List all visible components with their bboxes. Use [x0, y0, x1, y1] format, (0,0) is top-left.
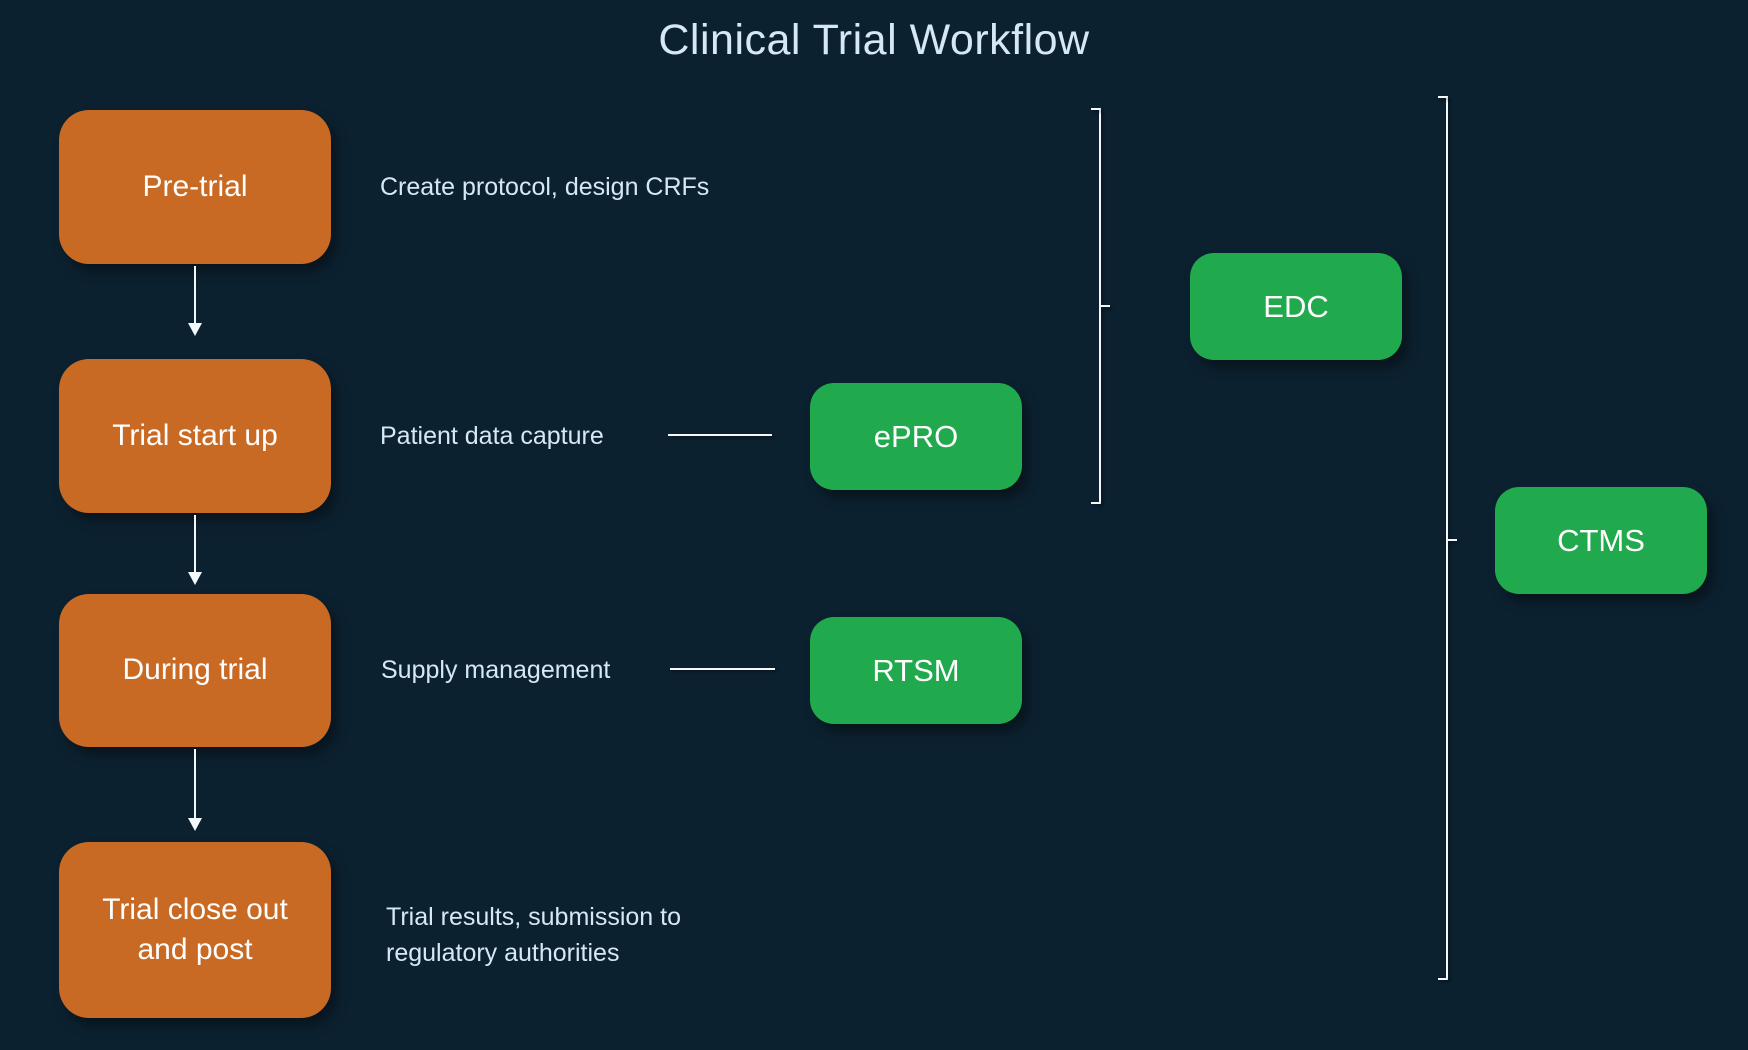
flow-arrow-1	[187, 266, 203, 336]
bracket-nub-to-edc	[1101, 305, 1110, 307]
arrow-shaft	[194, 749, 196, 819]
bracket-line	[1446, 96, 1448, 980]
arrow-head-icon	[188, 323, 202, 336]
stage-box-trial-close-out: Trial close out and post	[59, 842, 331, 1018]
bracket-tick-top	[1091, 108, 1100, 110]
flow-arrow-2	[187, 515, 203, 585]
flow-arrow-3	[187, 749, 203, 831]
diagram-title: Clinical Trial Workflow	[658, 16, 1090, 64]
system-label: RTSM	[872, 652, 960, 688]
system-box-edc: EDC	[1190, 253, 1402, 360]
bracket-tick-top	[1438, 96, 1447, 98]
stage-label: During trial	[122, 653, 268, 687]
stage-description-pre-trial: Create protocol, design CRFs	[380, 173, 710, 201]
system-box-epro: ePRO	[810, 383, 1022, 490]
system-label: ePRO	[873, 418, 959, 454]
bracket-edc	[1091, 108, 1111, 504]
stage-label: Trial start up	[112, 418, 278, 452]
stage-description-trial-start-up: Patient data capture	[380, 422, 604, 450]
stage-box-trial-start-up: Trial start up	[59, 359, 331, 513]
bracket-nub-to-ctms	[1448, 539, 1457, 541]
system-label: EDC	[1263, 288, 1329, 324]
arrow-head-icon	[188, 818, 202, 831]
bracket-line	[1099, 108, 1101, 504]
system-box-rtsm: RTSM	[810, 617, 1022, 724]
connector-supply-to-rtsm	[670, 668, 775, 670]
stage-label: Pre-trial	[142, 169, 248, 203]
stage-description-trial-close-out: Trial results, submission to regulatory …	[386, 903, 681, 967]
stage-label: Trial close out and post	[102, 892, 288, 967]
arrow-shaft	[194, 266, 196, 324]
system-box-ctms: CTMS	[1495, 487, 1707, 594]
bracket-tick-bottom	[1438, 978, 1447, 980]
arrow-shaft	[194, 515, 196, 573]
stage-description-during-trial: Supply management	[381, 656, 611, 684]
stage-box-during-trial: During trial	[59, 594, 331, 747]
bracket-tick-bottom	[1091, 502, 1100, 504]
connector-patient-data-to-epro	[668, 434, 772, 436]
bracket-ctms	[1438, 96, 1458, 980]
system-label: CTMS	[1557, 522, 1645, 558]
stage-box-pre-trial: Pre-trial	[59, 110, 331, 264]
arrow-head-icon	[188, 572, 202, 585]
